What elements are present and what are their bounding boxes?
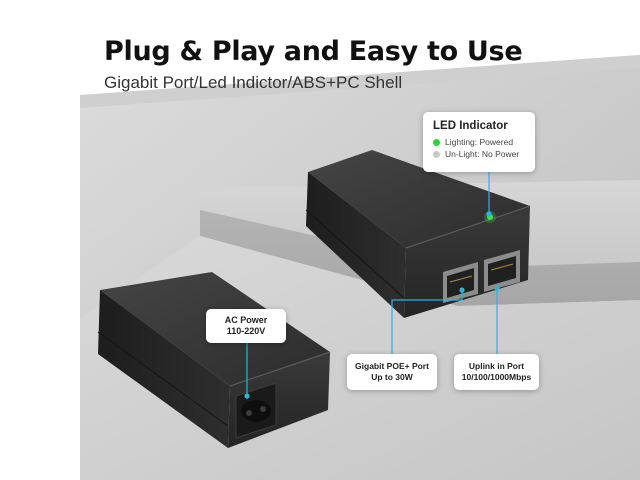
rj45-port-poe xyxy=(443,262,478,303)
headline: Plug & Play and Easy to Use xyxy=(104,36,523,67)
led-legend-powered: Lighting: Powered xyxy=(433,136,525,148)
uplink-port-speed: 10/100/1000Mbps xyxy=(461,372,532,382)
poe-injector-device xyxy=(305,150,531,318)
subheadline: Gigabit Port/Led Indictor/ABS+PC Shell xyxy=(104,73,403,92)
ac-power-title: AC Power xyxy=(224,315,268,325)
poe-port-power: Up to 30W xyxy=(371,372,413,382)
ac-power-callout: AC Power 110-220V xyxy=(206,309,286,343)
led-indicator-title: LED Indicator xyxy=(433,120,508,132)
led-legend-no-power: Un-Light: No Power xyxy=(433,148,525,160)
poe-port-title: Gigabit POE+ Port xyxy=(355,361,429,371)
rj45-port-uplink xyxy=(484,250,520,292)
uplink-port-callout: Uplink in Port 10/100/1000Mbps xyxy=(454,354,539,390)
green-dot-icon xyxy=(433,138,440,146)
uplink-port-title: Uplink in Port xyxy=(468,361,525,371)
gray-dot-icon xyxy=(433,150,440,158)
led-legend-powered-label: Lighting: Powered xyxy=(445,137,514,147)
ac-power-voltage: 110-220V xyxy=(226,326,266,336)
callout-leader-lines xyxy=(244,172,500,399)
poe-port-callout: Gigabit POE+ Port Up to 30W xyxy=(347,354,437,390)
led-indicator-callout: LED Indicator Lighting: Powered Un-Light… xyxy=(423,112,535,172)
led-legend-no-power-label: Un-Light: No Power xyxy=(445,149,520,159)
